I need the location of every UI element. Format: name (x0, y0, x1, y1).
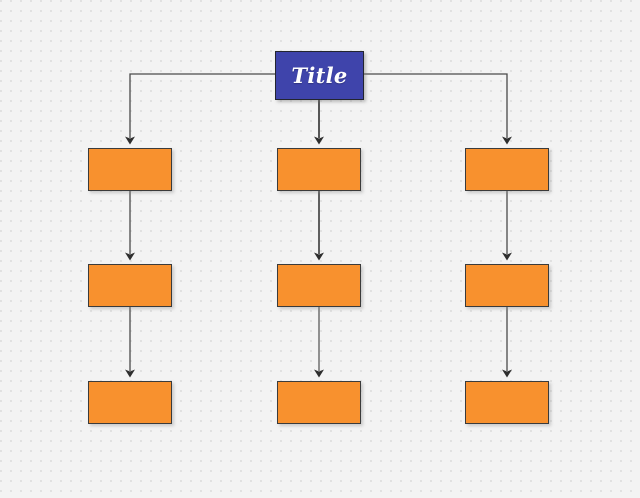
connector-title-to-left (125, 73, 275, 145)
node-title[interactable]: Title (275, 51, 364, 100)
connector-title-to-right (364, 73, 512, 145)
node-right-row2[interactable] (465, 264, 549, 307)
node-left-row3[interactable] (88, 381, 172, 424)
node-left-row2[interactable] (88, 264, 172, 307)
node-right-row1[interactable] (465, 148, 549, 191)
node-title-label: Title (291, 63, 348, 88)
node-middle-row3[interactable] (277, 381, 361, 424)
node-right-row3[interactable] (465, 381, 549, 424)
node-middle-row2[interactable] (277, 264, 361, 307)
node-middle-row1[interactable] (277, 148, 361, 191)
node-left-row1[interactable] (88, 148, 172, 191)
